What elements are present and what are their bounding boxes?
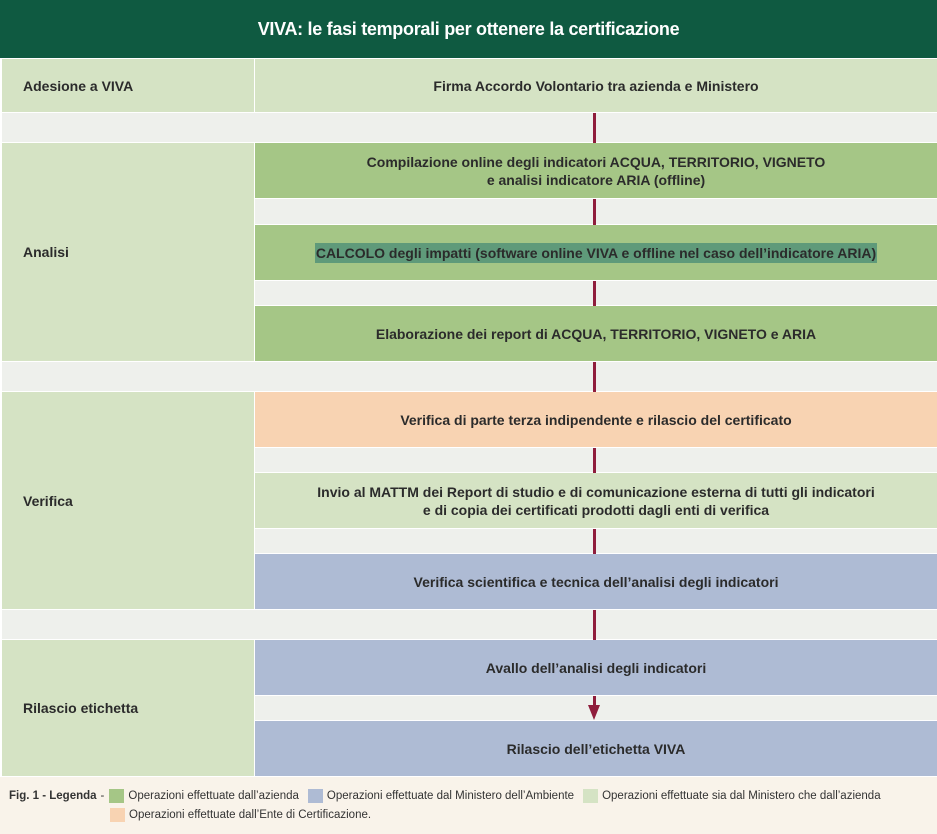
step-invio-mattm: Invio al MATTM dei Report di studio e di…: [255, 473, 937, 528]
legend-swatch: [307, 789, 323, 803]
phase-analisi: Analisi: [2, 143, 254, 361]
step-gap: [255, 448, 937, 472]
selected-text[interactable]: CALCOLO degli impatti (software online V…: [314, 242, 878, 263]
phase-adesione: Adesione a VIVA: [2, 59, 254, 112]
flow-connector: [593, 199, 596, 225]
legend-item-ministry: Operazioni effettuate dal Ministero dell…: [307, 789, 575, 803]
legend-label: Fig. 1 - Legenda: [9, 790, 97, 802]
step-firma-accordo: Firma Accordo Volontario tra azienda e M…: [255, 59, 937, 112]
legend-text: Operazioni effettuate sia dal Ministero …: [602, 790, 881, 802]
step-elaborazione-report: Elaborazione dei report di ACQUA, TERRIT…: [255, 306, 937, 361]
legend-item-company: Operazioni effettuate dall’azienda: [109, 789, 299, 803]
step-verifica-terza-parte: Verifica di parte terza indipendente e r…: [255, 392, 937, 447]
phase-gap: [2, 610, 937, 639]
step-avallo-analisi: Avallo dell’analisi degli indicatori: [255, 640, 937, 695]
legend-text: Operazioni effettuate dall’azienda: [128, 790, 299, 802]
legend-row: Fig. 1 - Legenda - Operazioni effettuate…: [9, 789, 890, 803]
legend-separator: -: [100, 790, 105, 802]
legend-swatch: [110, 808, 125, 822]
flow-connector: [593, 362, 596, 392]
flow-connector: [593, 448, 596, 473]
legend: Fig. 1 - Legenda - Operazioni effettuate…: [0, 777, 937, 834]
step-gap: [255, 281, 937, 305]
step-gap: [255, 199, 937, 224]
step-gap: [255, 529, 937, 553]
flow-connector: [593, 610, 596, 640]
phase-gap: [2, 362, 937, 391]
legend-row: Operazioni effettuate dall’Ente di Certi…: [110, 808, 380, 822]
flow-connector: [593, 696, 596, 706]
legend-swatch: [583, 789, 599, 803]
legend-swatch: [109, 789, 125, 803]
step-compilazione-indicatori: Compilazione online degli indicatori ACQ…: [255, 143, 937, 198]
flow-connector: [593, 281, 596, 306]
phase-verifica: Verifica: [2, 392, 254, 609]
legend-item-both: Operazioni effettuate sia dal Ministero …: [583, 789, 881, 803]
diagram-title: VIVA: le fasi temporali per ottenere la …: [0, 0, 937, 58]
flow-connector: [593, 529, 596, 554]
step-calcolo-impatti: CALCOLO degli impatti (software online V…: [255, 225, 937, 280]
step-verifica-scientifica: Verifica scientifica e tecnica dell’anal…: [255, 554, 937, 609]
step-rilascio-etichetta: Rilascio dell’etichetta VIVA: [255, 721, 937, 776]
flow-connector: [593, 113, 596, 143]
legend-text: Operazioni effettuate dall’Ente di Certi…: [129, 809, 372, 821]
legend-text: Operazioni effettuate dal Ministero dell…: [326, 790, 575, 802]
flow-arrowhead-icon: [588, 705, 600, 720]
phase-rilascio: Rilascio etichetta: [2, 640, 254, 776]
legend-item-certification-body: Operazioni effettuate dall’Ente di Certi…: [110, 808, 371, 822]
phase-gap: [2, 113, 937, 142]
